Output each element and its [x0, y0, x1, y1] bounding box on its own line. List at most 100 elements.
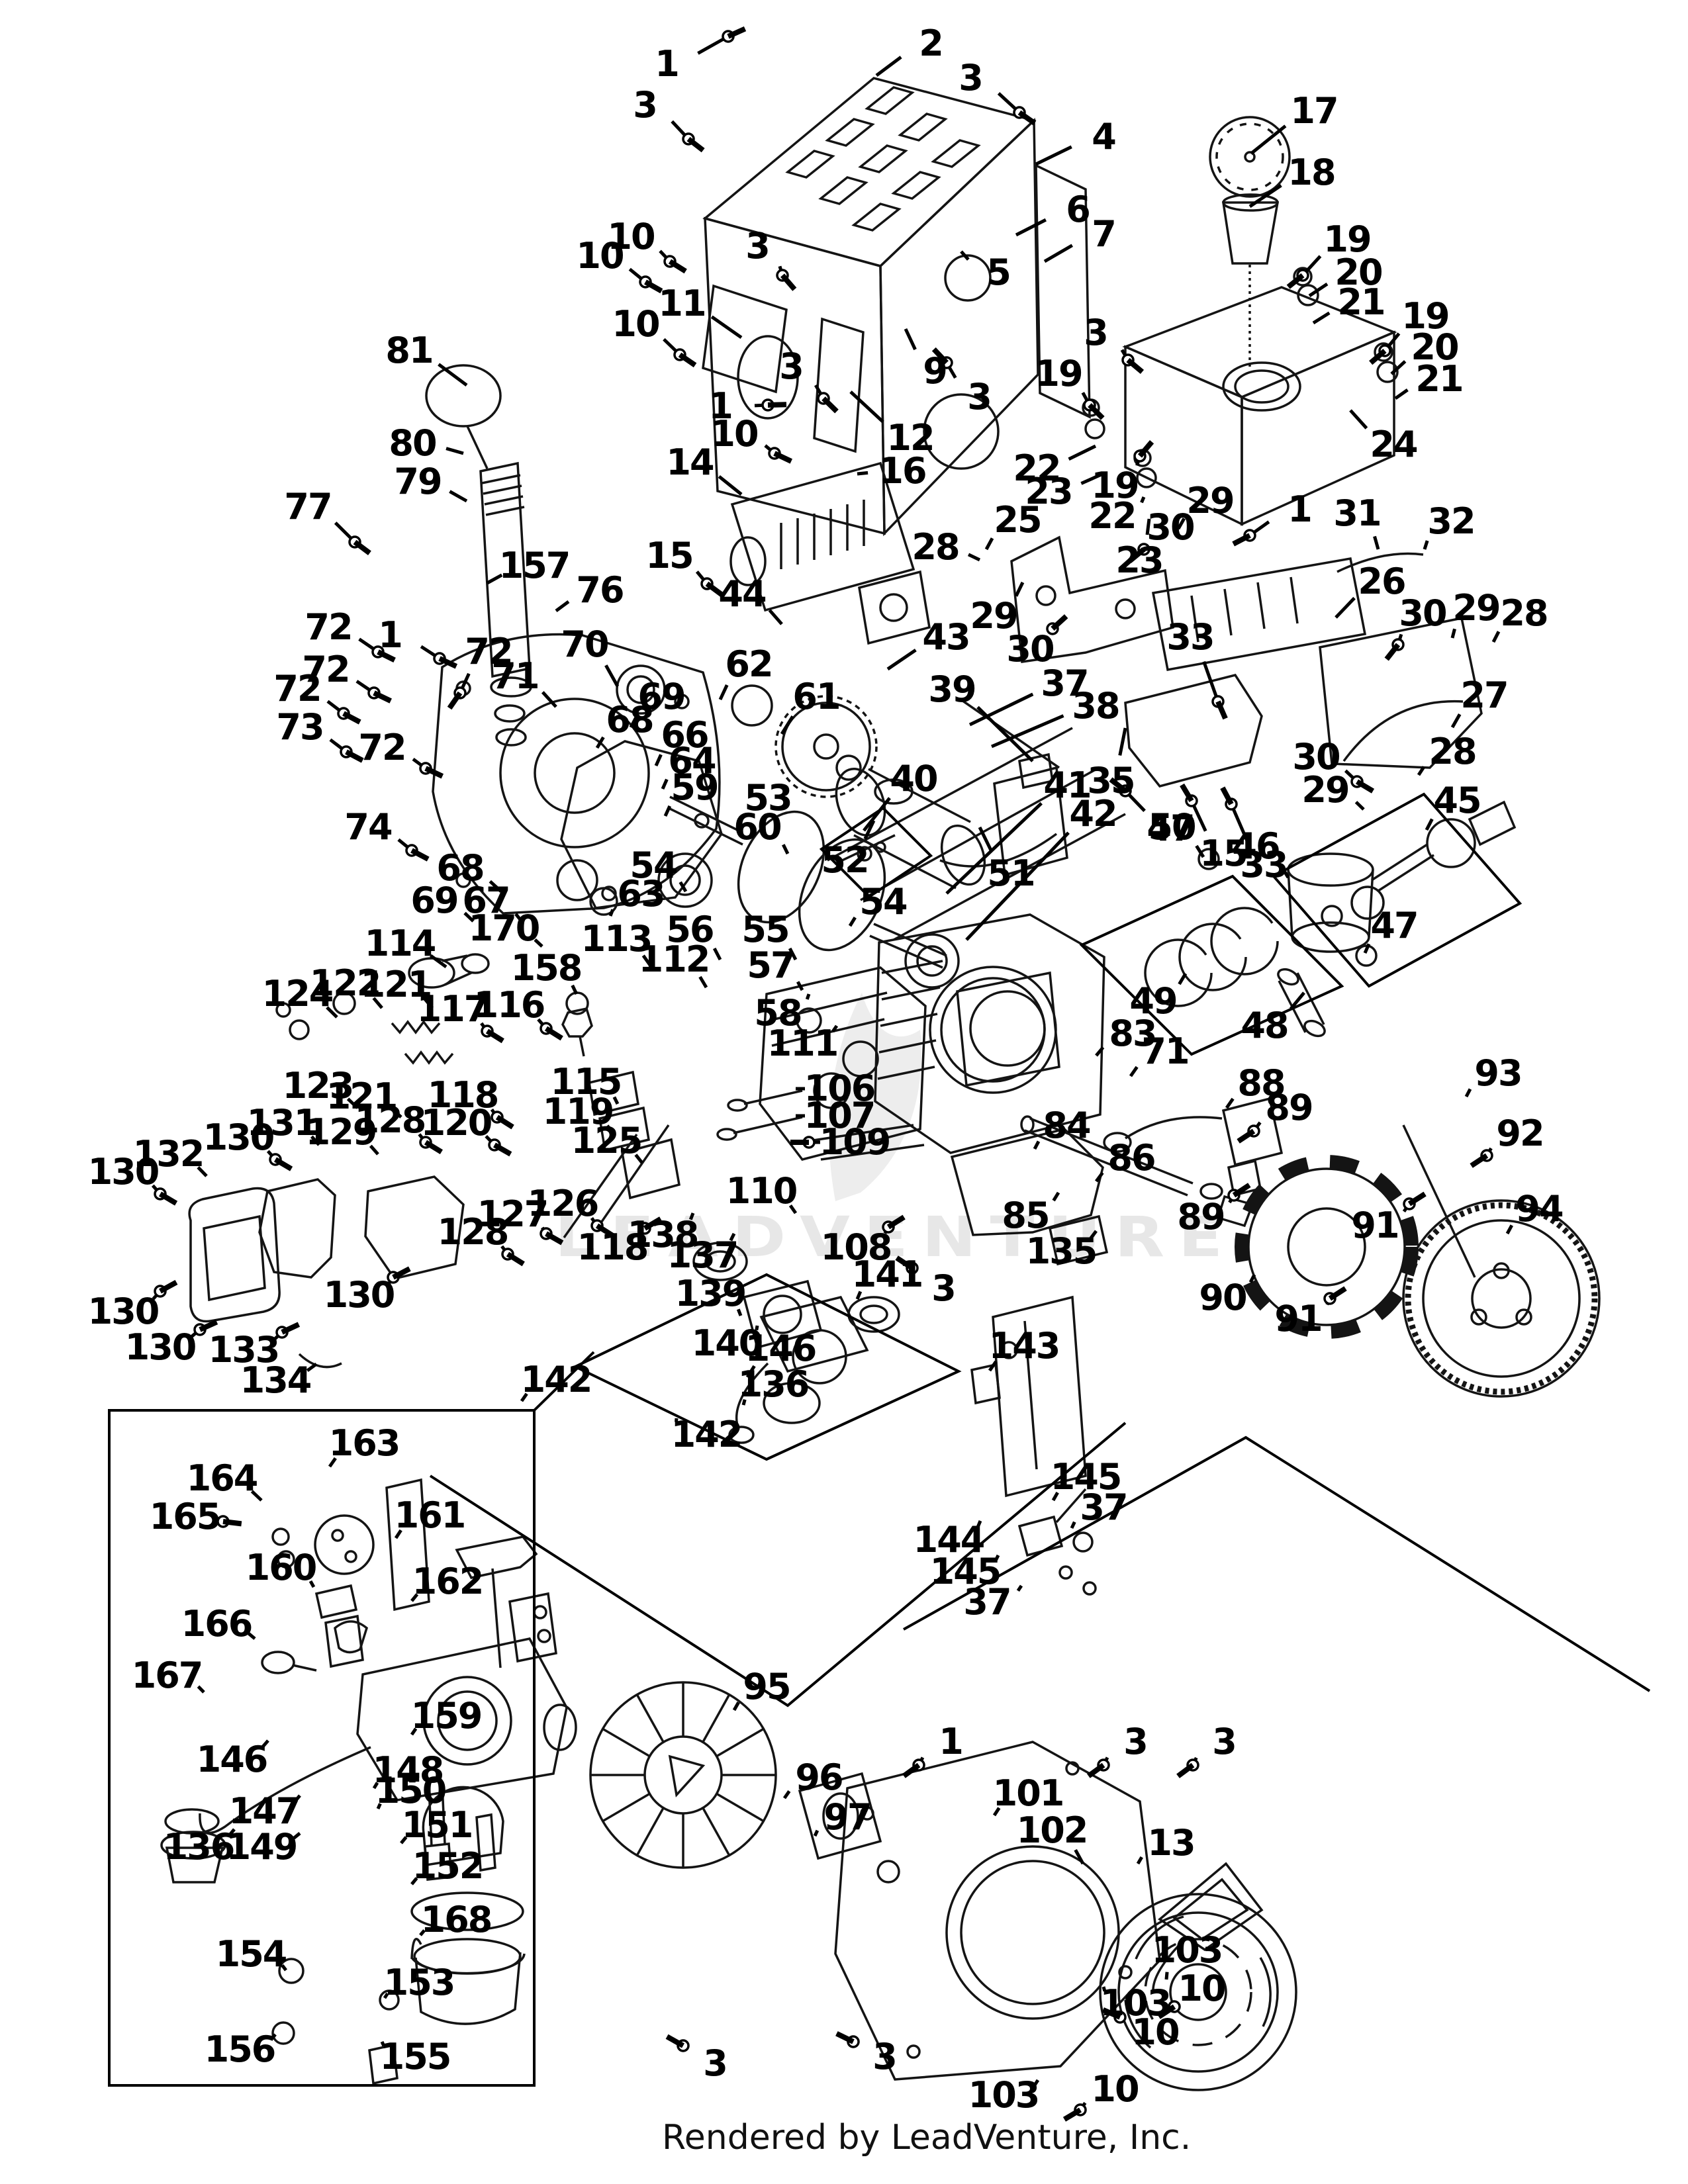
leader-line-28 [1491, 631, 1501, 643]
callout-79: 79 [394, 461, 442, 502]
callout-147: 147 [228, 1790, 301, 1832]
callout-121: 121 [360, 964, 433, 1005]
leader-line-138 [688, 1212, 695, 1220]
callout-3: 3 [779, 345, 804, 387]
block-fins [877, 960, 943, 1080]
air-cleaner-box [730, 461, 915, 612]
leader-line-53 [739, 815, 744, 823]
leader-line-71 [1129, 1066, 1139, 1077]
callout-42: 42 [1069, 793, 1117, 835]
callout-123: 123 [282, 1065, 355, 1107]
callout-55: 55 [741, 909, 790, 950]
leader-line-67 [514, 913, 523, 923]
callout-16: 16 [878, 450, 927, 492]
fuel-cap-center [1244, 151, 1256, 163]
group-line-left [429, 1422, 1127, 1707]
leader-line-59 [663, 805, 672, 817]
callout-15: 15 [645, 535, 694, 576]
oil-seal-2 [495, 728, 527, 747]
callout-19: 19 [1401, 295, 1450, 337]
callout-145: 145 [1050, 1456, 1123, 1498]
leader-line-142 [520, 1392, 528, 1402]
fastener-shank [1369, 348, 1387, 365]
callout-50: 50 [1148, 806, 1196, 848]
callout-128: 128 [437, 1211, 510, 1253]
fuel-line-31 [1336, 552, 1424, 573]
leader-line-68 [595, 736, 605, 749]
fastener-shank [686, 136, 705, 153]
leader-line-62 [718, 684, 729, 701]
flywheel-nut-97 [876, 1860, 900, 1884]
fastener-shank [424, 1140, 443, 1155]
dipstick-threads [481, 474, 525, 516]
engine-parts-line-art [160, 77, 1601, 2091]
leader-line-66 [654, 754, 663, 767]
callout-138: 138 [627, 1214, 700, 1255]
leader-line-119 [606, 1124, 615, 1135]
callout-161: 161 [394, 1494, 467, 1536]
muffler-guard [1035, 163, 1091, 419]
callout-136: 136 [737, 1363, 810, 1405]
dipstick-knob [425, 364, 502, 428]
callout-91: 91 [1274, 1298, 1323, 1340]
callout-70: 70 [561, 623, 609, 665]
leader-line-44 [768, 609, 783, 625]
callout-131: 131 [246, 1102, 319, 1144]
leader-line-29 [1014, 581, 1025, 597]
callout-125: 125 [571, 1120, 643, 1161]
leader-line-69 [629, 715, 639, 729]
callout-39: 39 [928, 668, 976, 710]
callout-103: 103 [968, 2074, 1041, 2116]
leader-line-26 [1335, 596, 1356, 619]
callout-103: 103 [1151, 1929, 1224, 1971]
rod-guide-plate-125 [620, 1138, 681, 1200]
fastener-shank [668, 259, 687, 274]
governor-slider [589, 887, 618, 916]
callout-41: 41 [1043, 764, 1092, 806]
governor-gear [556, 859, 598, 901]
leader-line-114 [430, 954, 447, 969]
fastener-shank [345, 749, 364, 763]
callout-132: 132 [132, 1133, 205, 1175]
callout-133: 133 [208, 1329, 281, 1371]
callout-134: 134 [240, 1359, 312, 1401]
leader-line-61 [780, 715, 794, 735]
leader-line-161 [394, 1529, 402, 1539]
fastener-shank [895, 1255, 914, 1271]
callout-48: 48 [1241, 1005, 1289, 1046]
callout-53: 53 [744, 777, 792, 819]
callout-6: 6 [1066, 189, 1091, 230]
cylinder-block-83 [874, 913, 1105, 1154]
leader-line-156 [269, 2033, 277, 2040]
callout-163: 163 [328, 1422, 401, 1464]
breather-plate-119 [598, 1106, 650, 1152]
callout-52: 52 [821, 839, 869, 881]
callout-140: 140 [691, 1322, 764, 1364]
fuel-filter-cup [1221, 201, 1280, 265]
callout-28: 28 [1500, 592, 1548, 634]
fastener-shank [780, 273, 797, 291]
callout-90: 90 [1199, 1277, 1247, 1318]
fastener-shank [273, 1157, 293, 1171]
leader-line-16 [857, 471, 868, 476]
callout-22: 22 [1088, 495, 1137, 537]
carb-spacer-bore [763, 1295, 802, 1334]
callout-113: 113 [581, 918, 653, 960]
callout-27: 27 [1460, 674, 1509, 716]
leader-line-149 [293, 1832, 301, 1840]
callout-72: 72 [465, 631, 513, 672]
callout-68: 68 [436, 847, 485, 889]
cover-bore-inner [534, 732, 616, 814]
flywheel-face [1422, 1219, 1581, 1378]
leader-line-134 [306, 1362, 318, 1373]
leader-line-125 [634, 1154, 643, 1164]
bracket-plate-135 [1048, 1214, 1109, 1266]
fastener-shank [1088, 403, 1105, 420]
callout-1: 1 [378, 614, 403, 656]
leader-line-135 [1089, 1230, 1098, 1240]
callout-119: 119 [542, 1091, 615, 1132]
leader-line-60 [781, 844, 790, 855]
cam-bore [813, 733, 839, 760]
fastener-shank [485, 1028, 504, 1044]
leader-line-6 [1015, 218, 1047, 237]
